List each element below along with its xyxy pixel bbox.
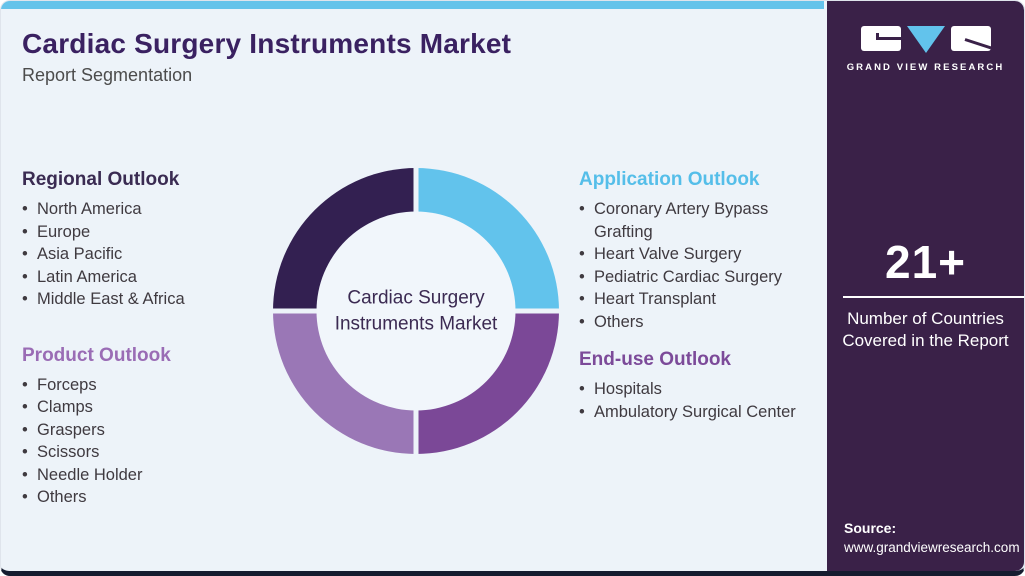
list-item: Middle East & Africa	[22, 288, 272, 311]
application-outlook-list: Coronary Artery Bypass GraftingHeart Val…	[579, 198, 831, 333]
logo-r-shape	[950, 26, 991, 51]
stat-label: Number of Countries Covered in the Repor…	[842, 309, 1009, 351]
left-column: Regional Outlook North AmericaEuropeAsia…	[22, 169, 272, 509]
regional-outlook-section: Regional Outlook North AmericaEuropeAsia…	[22, 169, 272, 311]
stat-value: 21+	[884, 236, 967, 288]
product-outlook-section: Product Outlook ForcepsClampsGraspersSci…	[22, 345, 272, 509]
regional-outlook-title: Regional Outlook	[22, 169, 180, 190]
source-label: Source:	[844, 520, 897, 536]
enduse-outlook-list: HospitalsAmbulatory Surgical Center	[579, 378, 831, 423]
segmentation-donut-chart: Cardiac Surgery Instruments Market	[273, 168, 559, 454]
list-item: Pediatric Cardiac Surgery	[579, 266, 831, 289]
logo-g-shape	[860, 26, 901, 51]
list-item: Asia Pacific	[22, 243, 272, 266]
list-item: Needle Holder	[22, 464, 272, 487]
list-item: Heart Valve Surgery	[579, 243, 831, 266]
list-item: Scissors	[22, 441, 272, 464]
enduse-outlook-section: End-use Outlook HospitalsAmbulatory Surg…	[579, 349, 831, 423]
product-outlook-title: Product Outlook	[22, 344, 171, 366]
list-item: Clamps	[22, 396, 272, 419]
enduse-outlook-title: End-use Outlook	[579, 349, 731, 370]
regional-outlook-list: North AmericaEuropeAsia PacificLatin Ame…	[22, 198, 272, 311]
list-item: Others	[22, 486, 272, 509]
sidebar: GRAND VIEW RESEARCH 21+ Number of Countr…	[827, 1, 1024, 571]
list-item: Heart Transplant	[579, 288, 831, 311]
top-accent-strip	[1, 1, 824, 9]
list-item: Europe	[22, 221, 272, 244]
logo-wordmark: GRAND VIEW RESEARCH	[846, 62, 1005, 73]
list-item: Others	[579, 311, 831, 334]
header: Cardiac Surgery Instruments Market Repor…	[22, 28, 511, 86]
stat-divider	[843, 296, 1024, 298]
list-item: Graspers	[22, 419, 272, 442]
list-item: Hospitals	[579, 378, 831, 401]
logo-v-triangle-icon	[906, 26, 945, 53]
source-url-link[interactable]: www.grandviewresearch.com	[844, 540, 1020, 555]
application-outlook-section: Application Outlook Coronary Artery Bypa…	[579, 169, 831, 333]
page-subtitle: Report Segmentation	[22, 65, 193, 85]
countries-stat: 21+ Number of Countries Covered in the R…	[827, 235, 1024, 353]
grand-view-research-logo: GRAND VIEW RESEARCH	[827, 1, 1024, 73]
list-item: North America	[22, 198, 272, 221]
list-item: Forceps	[22, 374, 272, 397]
right-column: Application Outlook Coronary Artery Bypa…	[579, 169, 831, 423]
application-outlook-title: Application Outlook	[579, 169, 760, 190]
list-item: Latin America	[22, 266, 272, 289]
source-block: Source: www.grandviewresearch.com	[844, 520, 1020, 555]
donut-center: Cardiac Surgery Instruments Market	[316, 211, 516, 411]
list-item: Coronary Artery Bypass Grafting	[579, 198, 831, 243]
page-title: Cardiac Surgery Instruments Market	[22, 28, 512, 59]
product-outlook-list: ForcepsClampsGraspersScissorsNeedle Hold…	[22, 374, 272, 509]
list-item: Ambulatory Surgical Center	[579, 401, 831, 424]
gvr-logo-icon	[860, 26, 991, 53]
donut-center-label: Cardiac Surgery Instruments Market	[334, 287, 498, 334]
